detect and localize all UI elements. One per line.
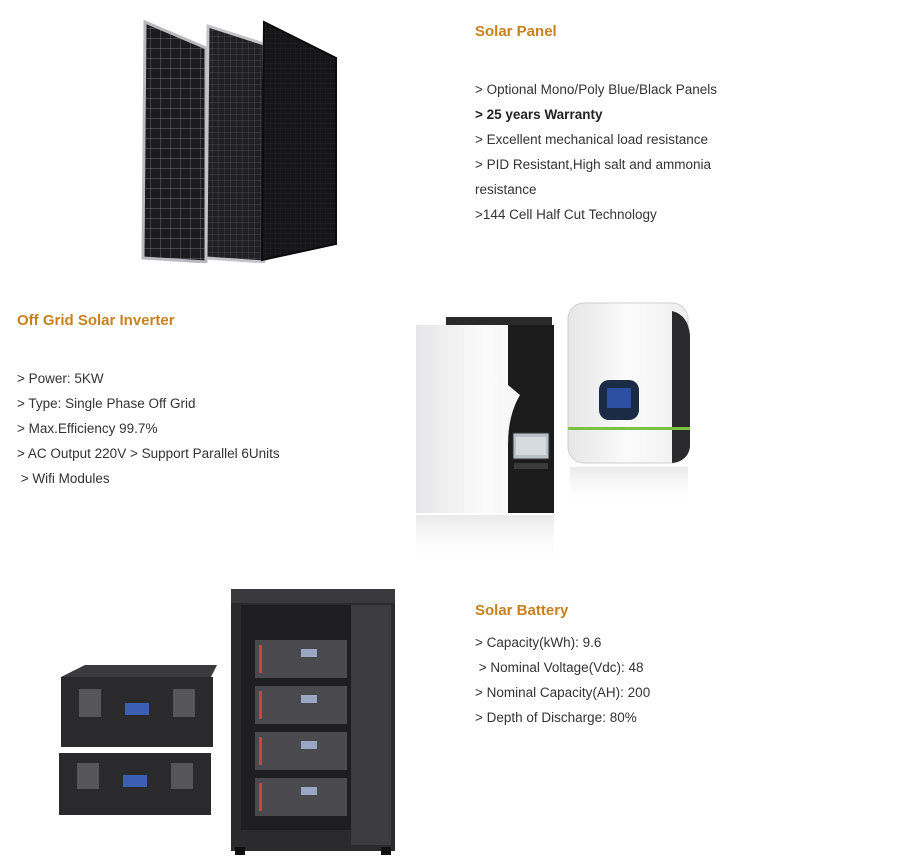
list-item: resistance [475,182,537,197]
solar-panel-title: Solar Panel [475,23,557,40]
inverter-title: Off Grid Solar Inverter [17,312,175,329]
inverter-features: > Power: 5KW > Type: Single Phase Off Gr… [17,366,347,491]
inverter-image [410,295,700,570]
battery-title: Solar Battery [475,602,569,619]
list-item: > AC Output 220V > Support Parallel 6Uni… [17,446,280,461]
list-item: > Nominal Voltage(Vdc): 48 [475,660,644,675]
list-item: > PID Resistant,High salt and ammonia [475,157,711,172]
list-item: > Nominal Capacity(AH): 200 [475,685,651,700]
battery-features: > Capacity(kWh): 9.6 > Nominal Voltage(V… [475,630,775,730]
list-item: > Wifi Modules [17,471,110,486]
list-item: > Power: 5KW [17,371,104,386]
solar-panels-image [140,18,340,263]
list-item: > Optional Mono/Poly Blue/Black Panels [475,82,718,97]
list-item: >144 Cell Half Cut Technology [475,207,657,222]
list-item: > Type: Single Phase Off Grid [17,396,196,411]
list-item: > Depth of Discharge: 80% [475,710,637,725]
list-item: > Max.Efficiency 99.7% [17,421,158,436]
list-item: > 25 years Warranty [475,107,603,122]
list-item: > Excellent mechanical load resistance [475,132,709,147]
battery-rack-image [55,585,400,860]
list-item: > Capacity(kWh): 9.6 [475,635,602,650]
solar-panel-features: > Optional Mono/Poly Blue/Black Panels >… [475,77,775,227]
